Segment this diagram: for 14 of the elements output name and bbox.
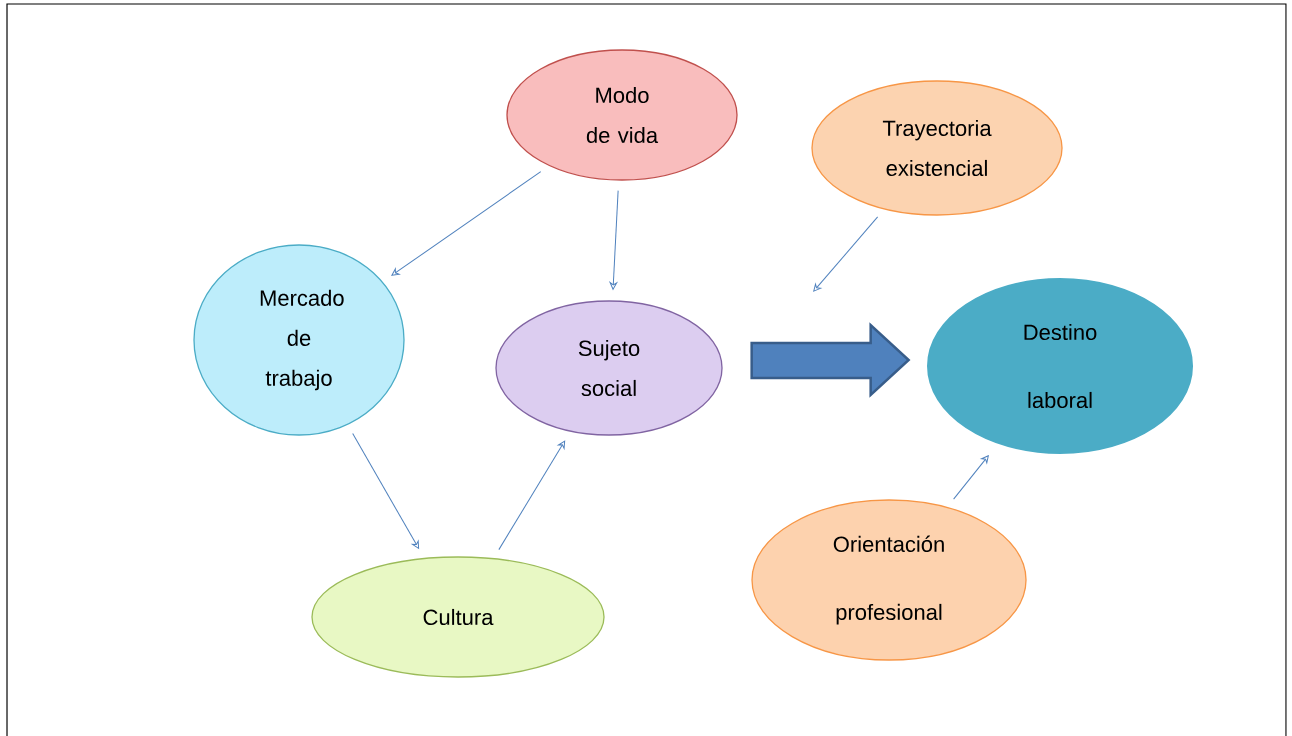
arrow — [352, 433, 420, 549]
ellipse-node: Orientación profesional — [751, 499, 1027, 661]
ellipse-node: Trayectoria existencial — [811, 80, 1063, 216]
arrow — [813, 216, 879, 292]
arrow — [391, 171, 542, 276]
ellipse-node: Destino laboral — [923, 274, 1197, 458]
arrow — [953, 455, 989, 500]
ellipse-node: Modo de vida — [506, 49, 738, 181]
arrow — [609, 190, 619, 290]
ellipse-node: Cultura — [311, 556, 605, 678]
block-arrow — [750, 322, 911, 398]
arrow — [498, 440, 566, 551]
ellipse-node: Sujeto social — [495, 300, 723, 436]
circle-node: Mercado de trabajo — [193, 244, 405, 436]
